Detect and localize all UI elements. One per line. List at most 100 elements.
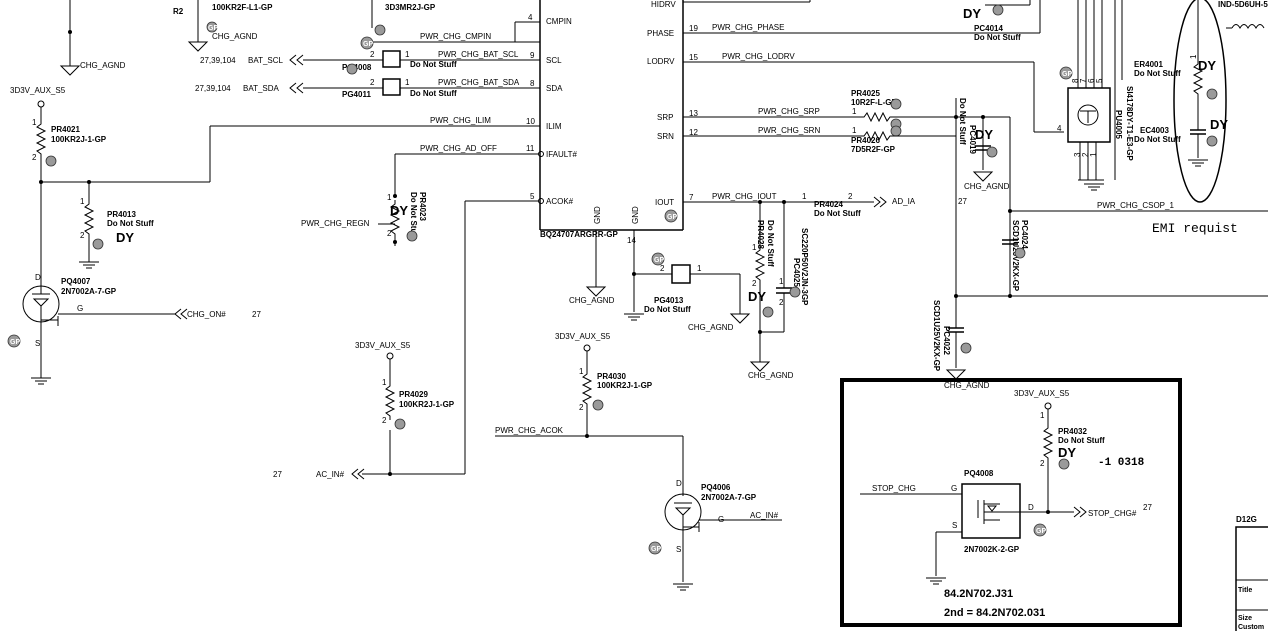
pin-phase-name: PHASE <box>647 29 674 38</box>
gnd-pin2: GND <box>631 206 640 224</box>
pq4007-ref: PQ4007 <box>61 277 91 286</box>
pq4008-s-pin: S <box>952 521 957 530</box>
pr4026-ref: PR4026 <box>851 136 880 145</box>
iout-section: PWR_CHG_IOUT 1 PR4024 Do Not Stuff 2 AD_… <box>683 192 916 380</box>
pg4013-section: 2 1 CHG_AGND PG4013 Do Not Stuff GP <box>634 252 750 332</box>
pin-ifault-name: IFAULT# <box>546 150 578 159</box>
pin-lodrv-name: LODRV <box>647 57 675 66</box>
chg-on-sheet: 27 <box>252 310 261 319</box>
mosfet-pin-1: 1 <box>1089 152 1098 157</box>
pr4029-ref: PR4029 <box>399 390 428 399</box>
srp-net-label: PWR_CHG_SRP <box>758 107 820 116</box>
pq4006-part: 2N7002A-7-GP <box>701 493 757 502</box>
pin-lodrv-num: 15 <box>689 53 698 62</box>
ad-off-net-label: PWR_CHG_AD_OFF <box>420 144 497 153</box>
left-pq4007-section: 3D3V_AUX_S5 1 2 PR4021 100KR2J-1-GP PWR_… <box>7 86 540 385</box>
pr4025-part: 10R2F-L-GP <box>851 98 897 107</box>
pr4030-ref: PR4030 <box>597 372 626 381</box>
svg-text:2: 2 <box>370 78 375 87</box>
chg-agnd-left-label: CHG_AGND <box>212 32 258 41</box>
stop-chg-out-label: STOP_CHG# <box>1088 509 1137 518</box>
pg4013-ref: PG4013 <box>654 296 684 305</box>
svg-text:1: 1 <box>387 193 392 202</box>
right-sheet27: 27 <box>958 197 967 206</box>
pin-iout-num: 7 <box>689 193 694 202</box>
pr4028-dns: Do Not Stuff <box>766 220 775 267</box>
svg-text:2: 2 <box>752 279 757 288</box>
stop-chg-sheet: 27 <box>1143 503 1152 512</box>
pr4023-section: 1 2 PR4023 Do Not Stuff DY PWR_CHG_REGN <box>301 192 427 246</box>
mosfet-pin-8: 8 <box>1071 78 1080 83</box>
stop-chg-box: 3D3V_AUX_S5 1 2 PR4032 Do Not Stuff DY -… <box>840 378 1182 627</box>
pin-scl-name: SCL <box>546 56 562 65</box>
svg-text:1: 1 <box>32 118 37 127</box>
pr4025-ref: PR4025 <box>851 89 880 98</box>
svg-text:GP: GP <box>654 257 664 264</box>
pr4026-part: 7D5R2F-GP <box>851 145 896 154</box>
svg-text:2: 2 <box>779 298 784 307</box>
gnd-pin1: GND <box>593 206 602 224</box>
svg-text:2: 2 <box>370 50 375 59</box>
r2-label: R2 <box>173 7 184 16</box>
pin-cmpin-name: CMPIN <box>546 17 572 26</box>
svg-text:1: 1 <box>382 378 387 387</box>
pc4019-ref: PC4019 <box>968 125 977 154</box>
svg-text:1: 1 <box>802 192 807 201</box>
svg-text:1: 1 <box>852 107 857 116</box>
left-aux-label: 3D3V_AUX_S5 <box>10 86 66 95</box>
pr4032-dy: DY <box>1058 445 1076 460</box>
pq4008-g-pin: G <box>951 484 957 493</box>
pq4007-s-pin: S <box>35 339 40 348</box>
pin-ilim-name: ILIM <box>546 122 562 131</box>
lodrv-net-label: PWR_CHG_LODRV <box>722 52 795 61</box>
pc4022-ref: PC4022 <box>942 326 951 355</box>
svg-text:1: 1 <box>1040 411 1045 420</box>
ind-part: IND-5D6UH-5 <box>1218 0 1268 9</box>
pc4014-dns: Do Not Stuff <box>974 33 1021 42</box>
svg-text:2: 2 <box>660 264 665 273</box>
svg-text:2: 2 <box>387 229 392 238</box>
iout-agnd: CHG_AGND <box>748 371 794 380</box>
svg-text:1: 1 <box>697 264 702 273</box>
pg4013-agnd: CHG_AGND <box>688 323 734 332</box>
pu4005-part: SI4178DY-T1-E3-GP <box>1125 86 1134 161</box>
pr4013-dns: Do Not Stuff <box>107 219 154 228</box>
pq4006-ref: PQ4006 <box>701 483 731 492</box>
svg-text:1: 1 <box>405 78 410 87</box>
pc4022-part: SCD1U25V2KX-GP <box>932 300 941 372</box>
ec4003-ref: EC4003 <box>1140 126 1169 135</box>
svg-text:1: 1 <box>80 197 85 206</box>
pr4023-ref: PR4023 <box>418 192 427 221</box>
pr4013-dy: DY <box>116 230 134 245</box>
pq4007-g-pin: G <box>77 304 83 313</box>
pg4013-dns: Do Not Stuff <box>644 305 691 314</box>
cmpin-wire-label: PWR_CHG_CMPIN <box>420 32 491 41</box>
pr4032-dns: Do Not Stuff <box>1058 436 1105 445</box>
svg-text:2: 2 <box>80 231 85 240</box>
pin-iout-name: IOUT <box>655 198 674 207</box>
svg-text:1: 1 <box>752 243 757 252</box>
pg4011-dns: Do Not Stuff <box>410 89 457 98</box>
acok-aux-label: 3D3V_AUX_S5 <box>555 332 611 341</box>
chg-agnd-top-label: CHG_AGND <box>80 61 126 70</box>
title-label: Title <box>1238 587 1252 594</box>
pin-srn-name: SRN <box>657 132 674 141</box>
svg-text:GP: GP <box>10 339 20 346</box>
svg-text:4: 4 <box>1057 124 1062 133</box>
ad-ia-label: AD_IA <box>892 197 916 206</box>
svg-text:1: 1 <box>1189 54 1198 59</box>
pin-ifault-num: 11 <box>526 144 535 153</box>
chg-on-label: CHG_ON# <box>187 310 226 319</box>
svg-text:GP: GP <box>363 41 373 48</box>
pin-srp-name: SRP <box>657 113 673 122</box>
pin-scl-num: 9 <box>530 51 535 60</box>
pc4019-agnd: CHG_AGND <box>964 182 1010 191</box>
pin-srp-num: 13 <box>689 109 698 118</box>
pin-sda-name: SDA <box>546 84 563 93</box>
pc4014-ref: PC4014 <box>974 24 1003 33</box>
er4001-dns: Do Not Stuff <box>1134 69 1181 78</box>
pr-part-top1: 100KR2F-L1-GP <box>212 3 273 12</box>
pq4006-g-pin: G <box>718 515 724 524</box>
csop-net-label: PWR_CHG_CSOP_1 <box>1097 201 1174 210</box>
pr4024-ref: PR4024 <box>814 200 843 209</box>
